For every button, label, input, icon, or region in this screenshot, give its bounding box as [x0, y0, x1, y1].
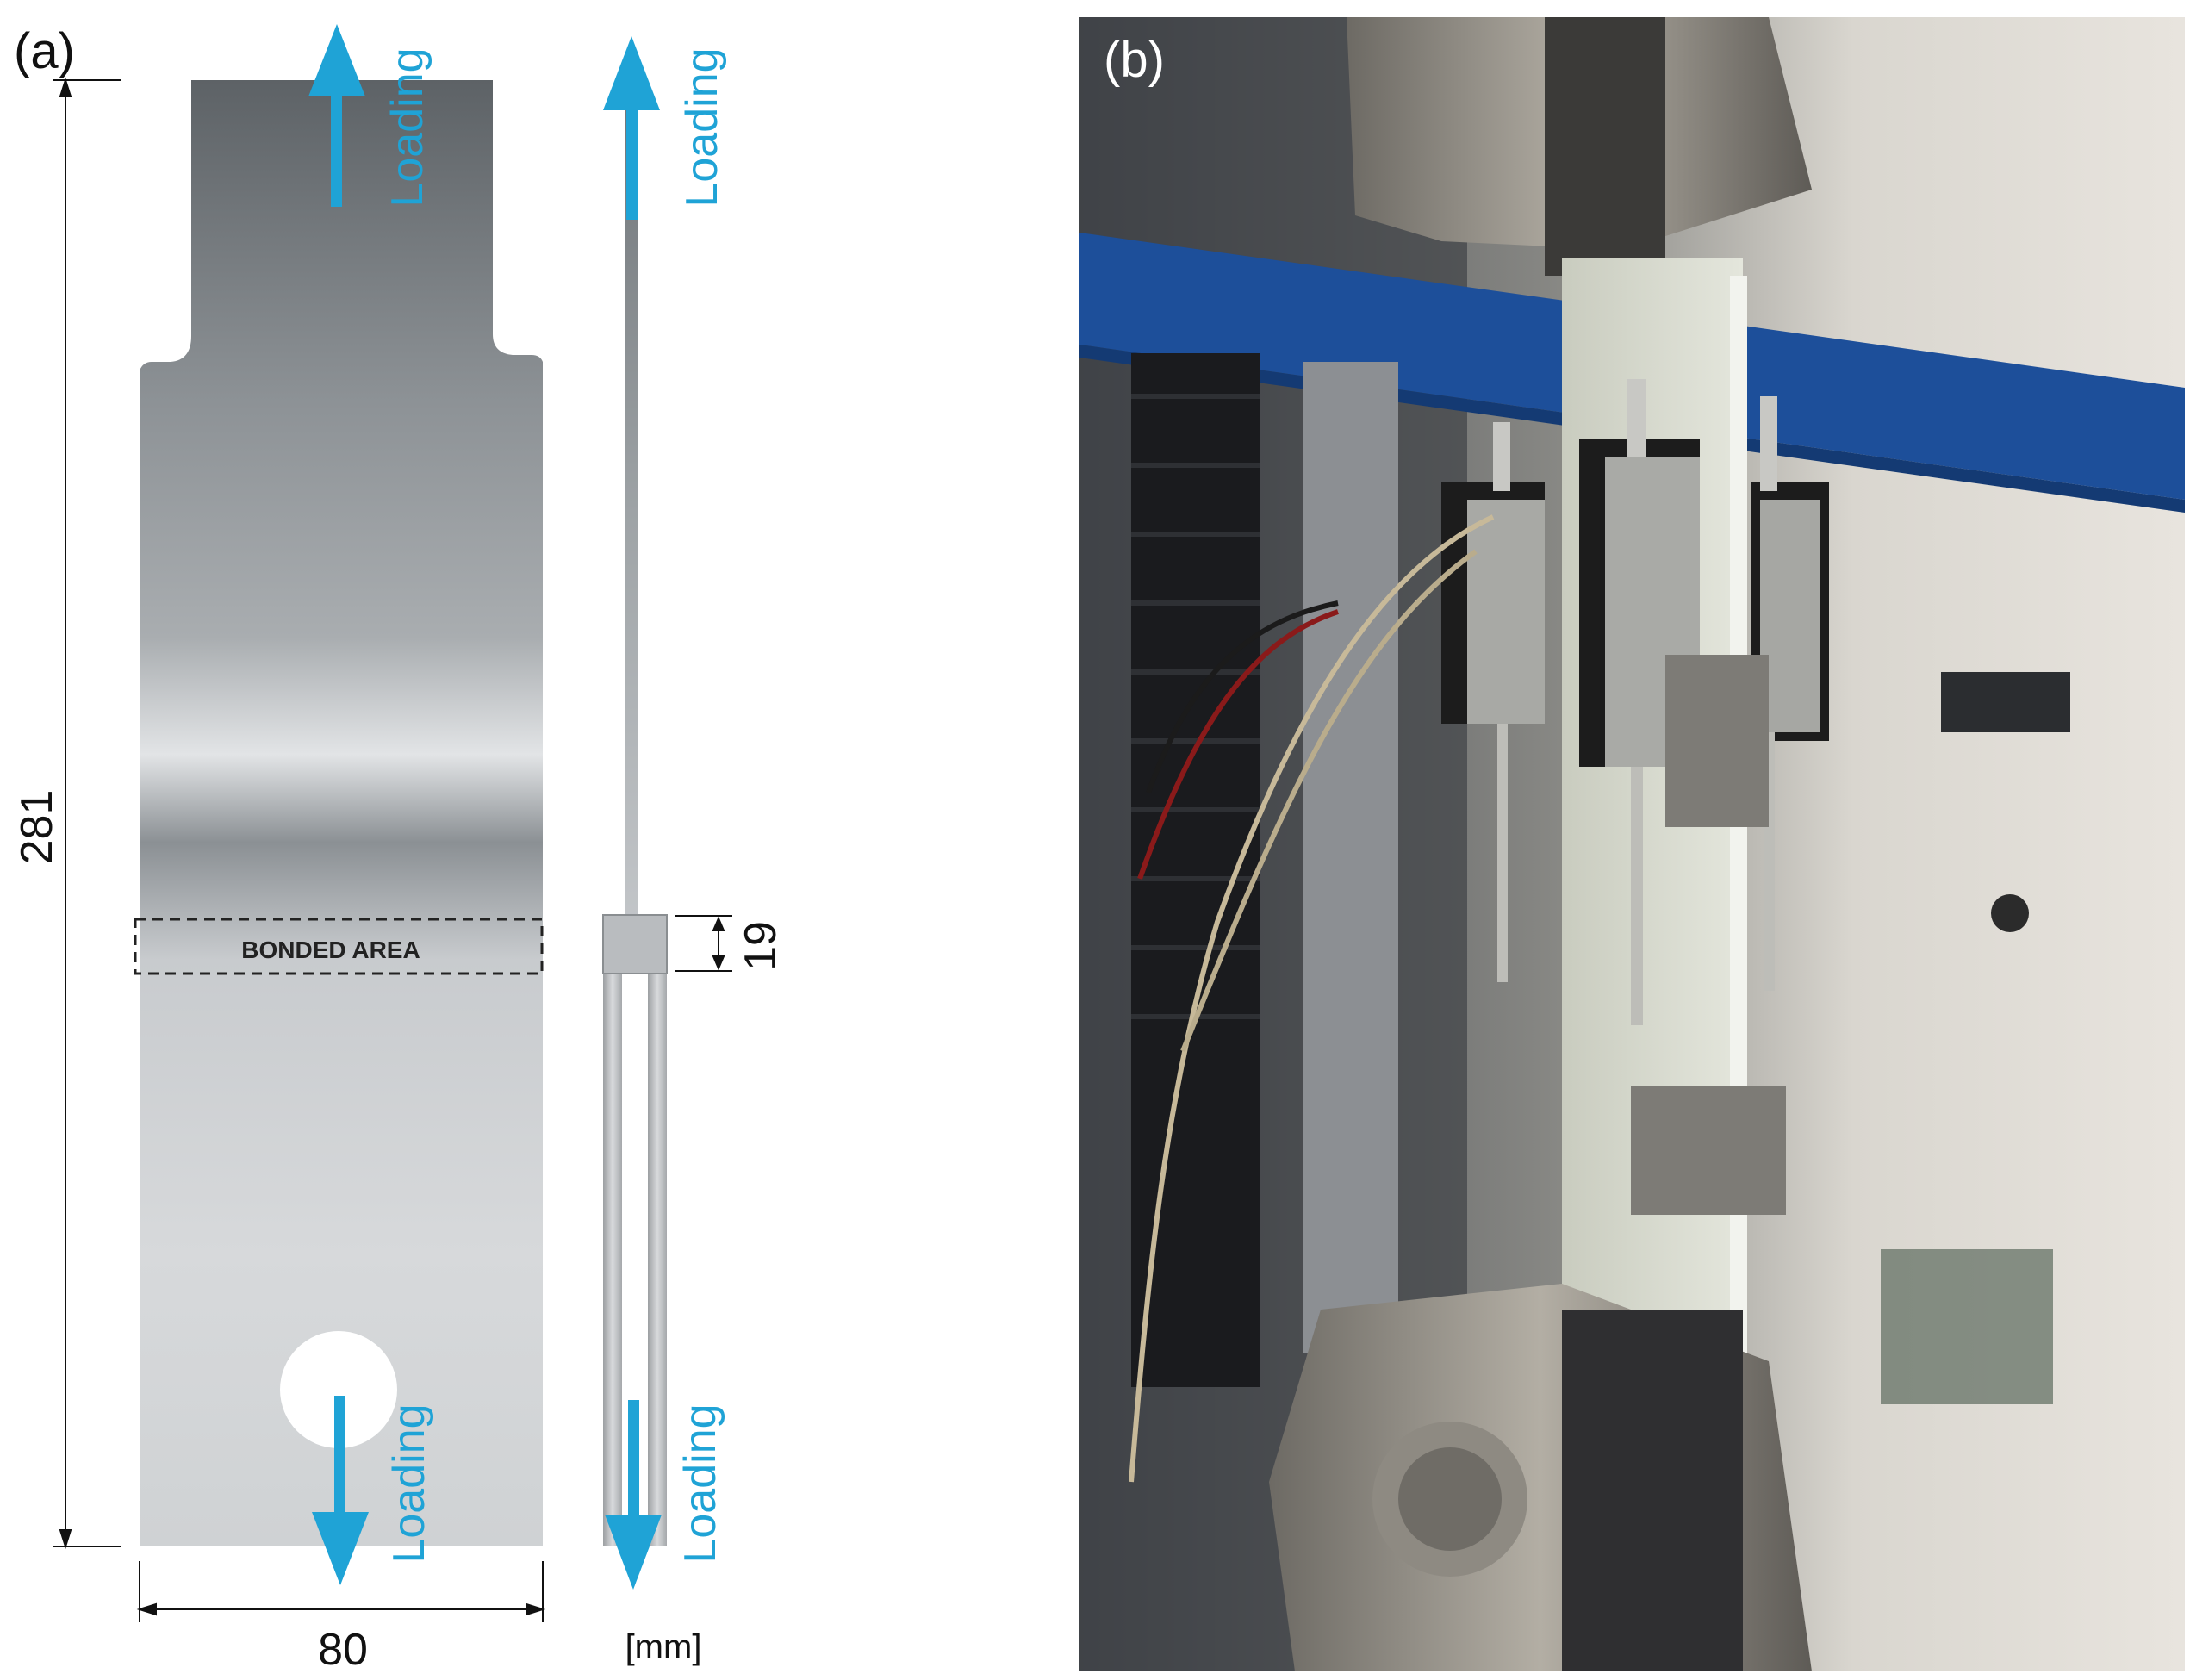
machine-steel-column — [1303, 362, 1398, 1353]
side-view-lower-plate-right — [648, 974, 667, 1546]
panel-a-label: (a) — [14, 23, 75, 79]
loading-label-front-bottom: Loading — [384, 1403, 434, 1563]
extensometer-left — [1441, 422, 1545, 982]
bonded-area-label: BONDED AREA — [241, 936, 420, 963]
side-view-overlap — [602, 914, 668, 974]
dimension-line-width — [136, 1561, 546, 1622]
specimen-drawing: BONDED AREA 281 80 — [12, 24, 786, 1675]
specimen-front-view — [140, 80, 543, 1546]
side-view-upper-plate — [625, 82, 638, 943]
dimension-line-length — [53, 77, 121, 1550]
dimension-overlap-label: 19 — [736, 921, 786, 971]
loading-label-side-bottom: Loading — [675, 1403, 725, 1563]
loading-arrow-front-top — [308, 24, 365, 207]
loading-label-front-top: Loading — [383, 47, 432, 207]
side-view-lower-plate-left — [603, 974, 622, 1546]
test-setup-photo — [1079, 17, 2185, 1671]
machine-bellows-column — [1131, 353, 1260, 1387]
panel-a-specimen-diagram: BONDED AREA 281 80 — [0, 0, 1068, 1680]
panel-b-photo: (b) — [1079, 17, 2185, 1671]
loading-arrow-front-bottom — [312, 1396, 369, 1585]
bonded-area-box — [134, 918, 544, 975]
dimension-width-label: 80 — [318, 1625, 368, 1675]
dimension-length-label: 281 — [12, 790, 62, 865]
loading-hole — [280, 1331, 397, 1448]
loading-arrow-side-bottom — [605, 1400, 662, 1590]
unit-label: [mm] — [625, 1628, 702, 1666]
dimension-line-overlap — [675, 915, 732, 972]
loading-label-side-top: Loading — [677, 47, 727, 207]
loading-arrow-side-top — [603, 36, 660, 220]
panel-b-label: (b) — [1104, 32, 1165, 88]
